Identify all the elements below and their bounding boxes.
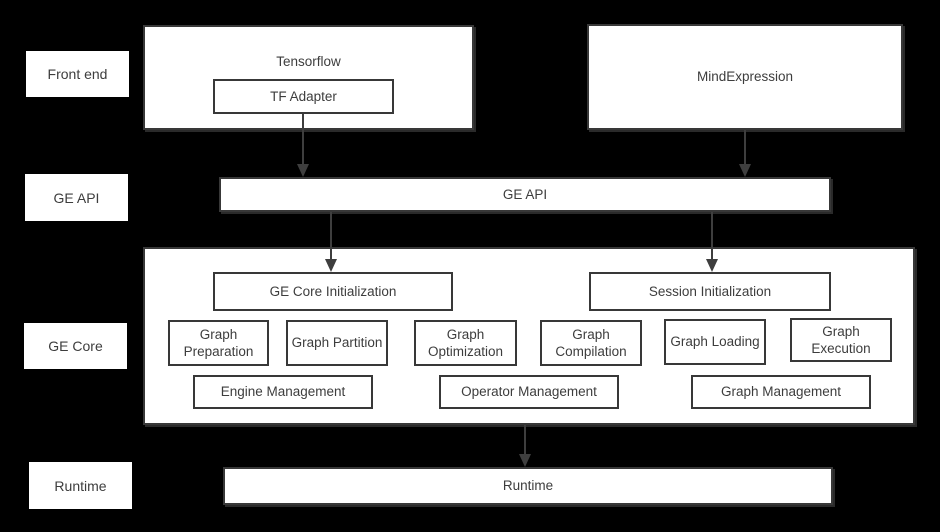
graph-optimization-label: Graph Optimization xyxy=(427,326,504,359)
arrow-head xyxy=(706,259,718,272)
ge-core-container: GE Core Initialization Session Initializ… xyxy=(143,247,915,425)
arrow-tf-adapter-to-ge-api-icon xyxy=(297,114,309,177)
graph-optimization-box: Graph Optimization xyxy=(414,320,517,366)
tensorflow-label: Tensorflow xyxy=(276,54,341,69)
arrow-mindexpression-to-ge-api-icon xyxy=(739,130,751,177)
arrow-head xyxy=(739,164,751,177)
arrow-ge-api-to-ge-core-init-icon xyxy=(325,212,337,272)
graph-partition-label: Graph Partition xyxy=(291,335,383,351)
arrow-shaft xyxy=(302,114,304,164)
graph-preparation-label: Graph Preparation xyxy=(183,326,254,359)
ge-core-initialization-box: GE Core Initialization xyxy=(213,272,453,311)
arrow-ge-api-to-session-init-icon xyxy=(706,212,718,272)
arrow-shaft xyxy=(744,130,746,164)
runtime-bar: Runtime xyxy=(223,467,833,505)
operator-management-box: Operator Management xyxy=(439,375,619,409)
graph-loading-box: Graph Loading xyxy=(664,319,766,365)
graph-execution-label: Graph Execution xyxy=(811,323,871,356)
session-initialization-label: Session Initialization xyxy=(648,283,772,299)
graph-partition-box: Graph Partition xyxy=(286,320,388,366)
arrow-shaft xyxy=(330,212,332,259)
tf-adapter-box: TF Adapter xyxy=(213,79,394,114)
row-label-front-end: Front end xyxy=(26,51,129,97)
graph-management-box: Graph Management xyxy=(691,375,871,409)
arrow-head xyxy=(325,259,337,272)
ge-api-bar-label: GE API xyxy=(502,186,548,202)
row-label-runtime: Runtime xyxy=(29,462,132,509)
mindexpression-box: MindExpression xyxy=(587,24,903,130)
tensorflow-box: Tensorflow TF Adapter xyxy=(143,25,474,130)
graph-management-label: Graph Management xyxy=(720,384,842,400)
session-initialization-box: Session Initialization xyxy=(589,272,831,311)
runtime-bar-label: Runtime xyxy=(502,478,554,494)
tf-adapter-label: TF Adapter xyxy=(270,88,337,104)
engine-management-label: Engine Management xyxy=(220,384,346,400)
ge-core-initialization-label: GE Core Initialization xyxy=(269,283,397,299)
row-label-ge-api: GE API xyxy=(25,174,128,221)
mindexpression-label: MindExpression xyxy=(696,69,794,85)
row-label-ge-core: GE Core xyxy=(24,323,127,369)
arrow-shaft xyxy=(711,212,713,259)
arrow-head xyxy=(297,164,309,177)
graph-execution-box: Graph Execution xyxy=(790,318,892,362)
arrow-head xyxy=(519,454,531,467)
graph-preparation-box: Graph Preparation xyxy=(168,320,269,366)
graph-compilation-label: Graph Compilation xyxy=(555,326,627,359)
graph-compilation-box: Graph Compilation xyxy=(540,320,642,366)
arrow-shaft xyxy=(524,425,526,454)
operator-management-label: Operator Management xyxy=(461,384,597,400)
graph-loading-label: Graph Loading xyxy=(670,334,760,350)
ge-api-bar: GE API xyxy=(219,177,831,212)
arrow-ge-core-to-runtime-icon xyxy=(519,425,531,467)
engine-management-box: Engine Management xyxy=(193,375,373,409)
